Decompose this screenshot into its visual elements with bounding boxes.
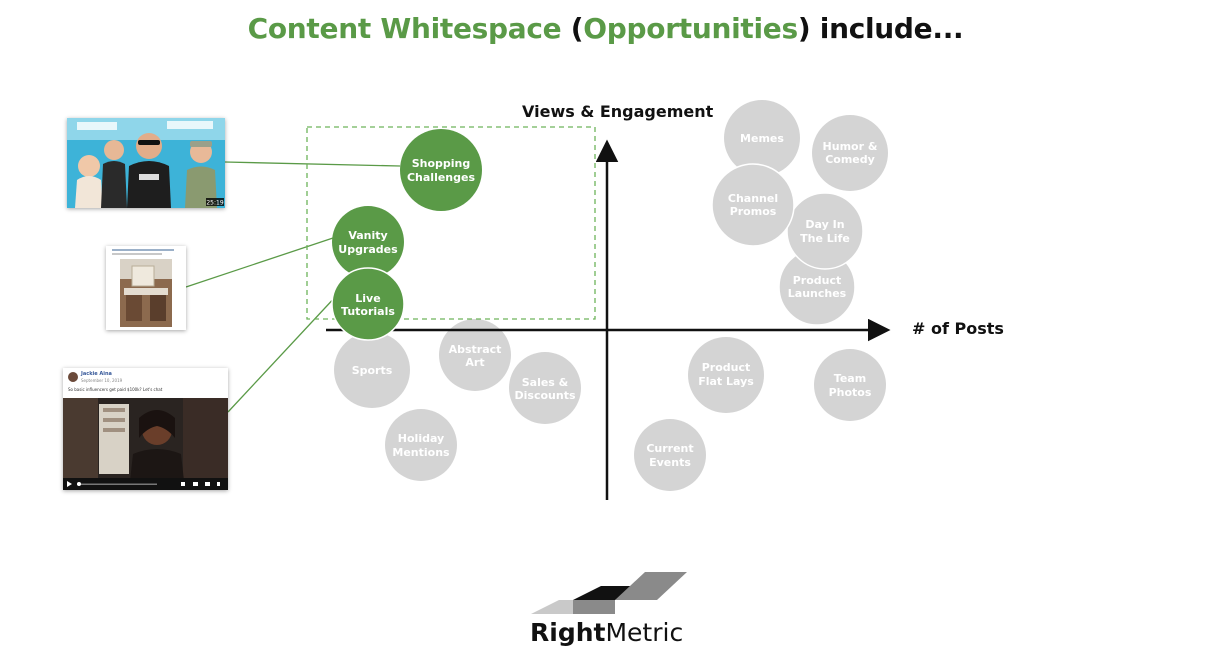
bubble-flat-line1: Product bbox=[702, 361, 751, 374]
shopping-video-image: 25:19 bbox=[67, 118, 225, 208]
live-tutorial-video-frame bbox=[63, 398, 228, 490]
video-duration: 25:19 bbox=[206, 200, 223, 207]
bubble-live-line2: Tutorials bbox=[341, 305, 395, 318]
bubble-sales-discounts: Sales & Discounts bbox=[509, 352, 581, 424]
post-avatar bbox=[68, 372, 78, 382]
bubble-live-tutorials: Live Tutorials bbox=[331, 267, 405, 341]
bubble-abstract-art-line2: Art bbox=[465, 356, 484, 369]
title-part-whitespace: Content Whitespace bbox=[247, 12, 562, 45]
bubble-memes-label: Memes bbox=[740, 132, 784, 145]
logo-text-bold: Right bbox=[530, 618, 606, 647]
bubble-channel-line1: Channel bbox=[728, 192, 778, 205]
bubble-product-launches-line1: Product bbox=[793, 274, 842, 287]
x-axis-label: # of Posts bbox=[912, 319, 1004, 338]
thumbnail-shopping-video[interactable]: 25:19 bbox=[67, 118, 225, 208]
bubble-current-events: Current Events bbox=[634, 419, 706, 491]
connector-line-shopping bbox=[224, 161, 401, 167]
y-axis-label: Views & Engagement bbox=[522, 102, 714, 121]
bubble-humor-line2: Comedy bbox=[825, 153, 875, 166]
bubble-sales-line2: Discounts bbox=[515, 389, 576, 402]
bubble-current-line2: Events bbox=[649, 456, 691, 469]
bubble-team-photos: Team Photos bbox=[814, 349, 886, 421]
bubble-product-launches-line2: Launches bbox=[788, 287, 847, 300]
bubble-holiday-line1: Holiday bbox=[398, 432, 444, 445]
bubble-shopping-challenges: Shopping Challenges bbox=[400, 129, 482, 211]
vanity-post-image bbox=[106, 246, 186, 330]
bubble-product-flat-lays: Product Flat Lays bbox=[688, 337, 764, 413]
bubble-holiday-mentions: Holiday Mentions bbox=[385, 409, 457, 481]
bubble-sports-label: Sports bbox=[352, 364, 393, 377]
bubble-current-line1: Current bbox=[646, 442, 693, 455]
rightmetric-wordmark: RightMetric bbox=[530, 618, 683, 647]
thumbnail-vanity-post[interactable] bbox=[106, 246, 186, 330]
bubble-flat-line2: Flat Lays bbox=[698, 375, 754, 388]
bubble-shopping-line2: Challenges bbox=[407, 171, 475, 184]
bubble-team-line2: Photos bbox=[829, 386, 872, 399]
post-author[interactable]: Jackie Aina bbox=[81, 371, 112, 377]
title-open-paren: ( bbox=[561, 12, 584, 45]
bubble-humor-comedy: Humor & Comedy bbox=[812, 115, 888, 191]
bubble-day-line1: Day In bbox=[805, 218, 844, 231]
bubble-vanity-line1: Vanity bbox=[348, 229, 387, 242]
connector-line-live bbox=[227, 293, 339, 413]
bubble-memes: Memes bbox=[724, 100, 800, 176]
logo-text-regular: Metric bbox=[605, 618, 684, 647]
bubble-holiday-line2: Mentions bbox=[392, 446, 450, 459]
bubble-vanity-upgrades: Vanity Upgrades bbox=[332, 206, 404, 278]
post-text: So basic influencers get paid $100k? Let… bbox=[68, 387, 163, 392]
connector-line-vanity bbox=[185, 237, 334, 288]
bubble-vanity-line2: Upgrades bbox=[338, 243, 398, 256]
bubble-day-in-the-life: Day In The Life bbox=[786, 192, 864, 270]
bubble-day-line2: The Life bbox=[800, 232, 850, 245]
title-part-opportunities: Opportunities bbox=[583, 12, 798, 45]
page-title: Content Whitespace (Opportunities) inclu… bbox=[0, 12, 1211, 45]
title-part-include: include... bbox=[810, 12, 964, 45]
bubble-sales-line1: Sales & bbox=[522, 376, 569, 389]
bubble-channel-promos: Channel Promos bbox=[711, 163, 795, 247]
bubble-live-line1: Live bbox=[355, 292, 380, 305]
post-date: September 10, 2019 bbox=[81, 378, 123, 383]
bubble-abstract-art-line1: Abstract bbox=[449, 343, 502, 356]
whitespace-opportunity-box bbox=[306, 126, 596, 320]
bubble-channel-line2: Promos bbox=[730, 205, 777, 218]
bubble-sports: Sports bbox=[334, 332, 410, 408]
rightmetric-logo-mark bbox=[531, 572, 687, 614]
thumbnail-live-tutorial-post[interactable]: Jackie Aina September 10, 2019 So basic … bbox=[63, 368, 228, 490]
bubble-abstract-art: Abstract Art bbox=[439, 319, 511, 391]
title-close-paren: ) bbox=[797, 12, 811, 45]
bubble-shopping-line1: Shopping bbox=[412, 157, 471, 170]
bubble-team-line1: Team bbox=[834, 372, 866, 385]
bubble-humor-line1: Humor & bbox=[823, 140, 878, 153]
